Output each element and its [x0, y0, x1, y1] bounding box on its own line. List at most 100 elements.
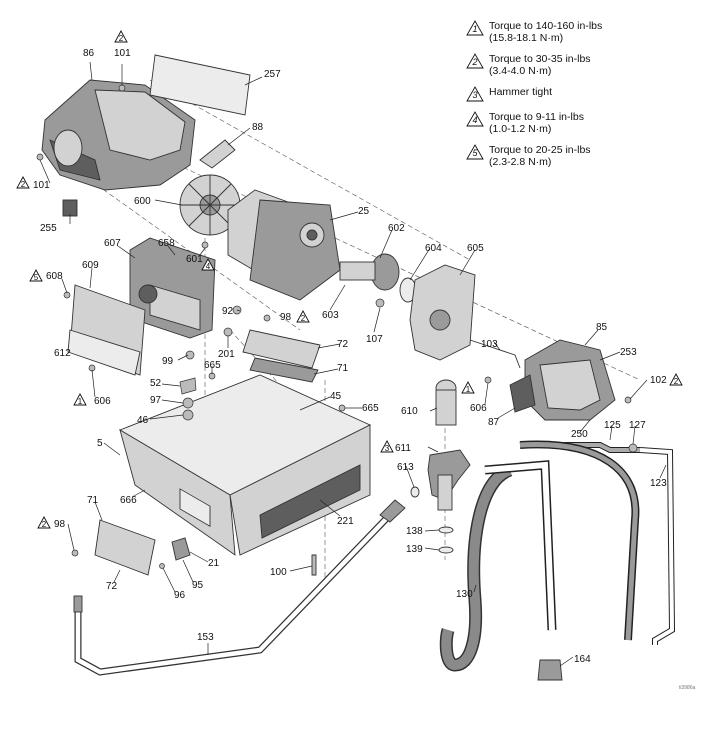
- suction-tube-123: [540, 442, 676, 645]
- callout-609: 609: [82, 260, 99, 271]
- callout-606: 606: [94, 396, 111, 407]
- callout-101: 101: [114, 48, 131, 59]
- svg-text:2: 2: [119, 34, 124, 43]
- strainer-164: [537, 659, 563, 681]
- warning-triangle-icon: 2: [114, 30, 128, 43]
- seal-139: [438, 546, 454, 554]
- warning-triangle-icon: 2: [296, 310, 310, 323]
- warning-triangle-icon: 1: [466, 20, 484, 36]
- legend-item: 1 Torque to 140-160 in-lbs (15.8-18.1 N·…: [466, 20, 706, 44]
- legend-text: Torque to 140-160 in-lbs: [489, 20, 603, 32]
- callout-610: 610: [401, 406, 418, 417]
- callout-600: 600: [134, 196, 151, 207]
- legend-item: 5 Torque to 20-25 in-lbs (2.3-2.8 N·m): [466, 144, 706, 168]
- callout-25: 25: [358, 206, 370, 217]
- svg-text:1: 1: [466, 385, 471, 394]
- warning-triangle-icon: 2: [669, 373, 683, 386]
- warning-triangle-icon: 1: [461, 381, 475, 394]
- callout-603: 603: [322, 310, 339, 321]
- plate-72-top: [242, 329, 321, 369]
- callout-72: 72: [106, 581, 118, 592]
- callout-127: 127: [629, 420, 646, 431]
- callout-605: 605: [467, 243, 484, 254]
- motor-shroud-86: [41, 79, 196, 191]
- cover-612: [67, 284, 146, 376]
- legend-subtext: (15.8-18.1 N·m): [489, 32, 564, 44]
- callout-97: 97: [150, 395, 162, 406]
- svg-text:1: 1: [78, 397, 83, 406]
- pump-611: [427, 379, 471, 511]
- motor-25: [227, 189, 341, 301]
- fan-600: [179, 174, 241, 236]
- callout-602: 602: [388, 223, 405, 234]
- leader-lines: [39, 61, 667, 667]
- callout-130: 130: [456, 589, 473, 600]
- callout-666: 666: [120, 495, 137, 506]
- screw-100: [311, 554, 317, 576]
- callout-201: 201: [218, 349, 235, 360]
- gear-602: [339, 253, 400, 291]
- part-87: [509, 374, 536, 413]
- svg-text:2: 2: [42, 520, 47, 529]
- legend-item: 2 Torque to 30-35 in-lbs (3.4-4.0 N·m): [466, 53, 706, 77]
- callout-257: 257: [264, 69, 281, 80]
- callout-46: 46: [137, 415, 149, 426]
- legend-subtext: (3.4-4.0 N·m): [489, 65, 552, 77]
- bracket-88: [199, 139, 236, 169]
- callout-87: 87: [488, 417, 500, 428]
- svg-text:4: 4: [206, 262, 211, 271]
- callout-5: 5: [97, 438, 103, 449]
- svg-text:2: 2: [301, 314, 306, 323]
- decal-255: [62, 199, 78, 217]
- legend-item: 4 Torque to 9-11 in-lbs (1.0-1.2 N·m): [466, 111, 706, 135]
- warning-triangle-icon: 3: [466, 86, 484, 102]
- legend-subtext: (1.0-1.2 N·m): [489, 123, 552, 135]
- bracket-95: [171, 537, 191, 561]
- callout-139: 139: [406, 544, 423, 555]
- warning-triangle-icon: 2: [37, 516, 51, 529]
- pressure-control-607: [129, 237, 216, 339]
- callout-72: 72: [337, 339, 349, 350]
- callout-613: 613: [397, 462, 414, 473]
- callout-253: 253: [620, 347, 637, 358]
- svg-text:2: 2: [674, 377, 679, 386]
- callout-21: 21: [208, 558, 220, 569]
- callout-101: 101: [33, 180, 50, 191]
- label-257: [149, 54, 251, 116]
- legend-subtext: (2.3-2.8 N·m): [489, 156, 552, 168]
- warning-triangle-icon: 4: [466, 111, 484, 127]
- svg-text:3: 3: [385, 444, 390, 453]
- callout-102: 102: [650, 375, 667, 386]
- callout-138: 138: [406, 526, 423, 537]
- callout-88: 88: [252, 122, 264, 133]
- wrench-103: [469, 339, 521, 369]
- callout-99: 99: [162, 356, 174, 367]
- callout-125: 125: [604, 420, 621, 431]
- callout-601: 601: [186, 254, 203, 265]
- callout-164: 164: [574, 654, 591, 665]
- gasket-71-top: [249, 357, 319, 383]
- callout-608: 608: [46, 271, 63, 282]
- callout-85: 85: [596, 322, 608, 333]
- legend-text: Torque to 9-11 in-lbs: [489, 111, 584, 123]
- callout-255: 255: [40, 223, 57, 234]
- callout-98: 98: [280, 312, 292, 323]
- torque-warning-markers: 2 2 5 4 2 1 1 2: [16, 30, 683, 529]
- callout-665: 665: [362, 403, 379, 414]
- callout-611: 611: [395, 443, 411, 454]
- fasteners: [36, 84, 638, 569]
- legend-item: 3 Hammer tight: [466, 86, 706, 102]
- seal-138: [438, 526, 454, 534]
- svg-text:2: 2: [21, 180, 26, 189]
- legend-text: Torque to 30-35 in-lbs: [489, 53, 591, 65]
- callout-86: 86: [83, 48, 95, 59]
- legend-text: Hammer tight: [489, 86, 553, 98]
- callout-100: 100: [270, 567, 287, 578]
- callout-52: 52: [150, 378, 162, 389]
- warning-triangle-icon: 5: [29, 269, 43, 282]
- callout-92: 92: [222, 306, 234, 317]
- callout-103: 103: [481, 339, 498, 350]
- warning-triangle-icon: 3: [380, 440, 394, 453]
- callout-123: 123: [650, 478, 667, 489]
